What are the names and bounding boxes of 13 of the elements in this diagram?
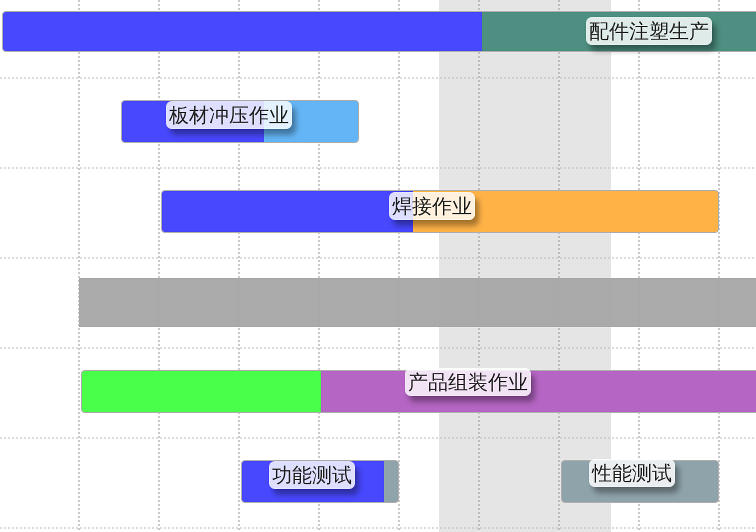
task-label: 板材冲压作业 xyxy=(166,101,292,129)
task-label: 性能测试 xyxy=(589,459,675,487)
gantt-bar xyxy=(121,100,359,143)
gantt-bar xyxy=(81,370,756,413)
task-label: 焊接作业 xyxy=(389,192,475,220)
gantt-bar xyxy=(241,460,399,503)
gantt-bar xyxy=(161,190,719,233)
task-label: 产品组装作业 xyxy=(405,368,531,396)
task-label: 配件注塑生产 xyxy=(586,17,712,45)
summary-bar xyxy=(79,278,756,327)
task-label: 功能测试 xyxy=(269,461,355,489)
gantt-bar xyxy=(561,460,719,503)
gantt-bar xyxy=(2,11,756,52)
